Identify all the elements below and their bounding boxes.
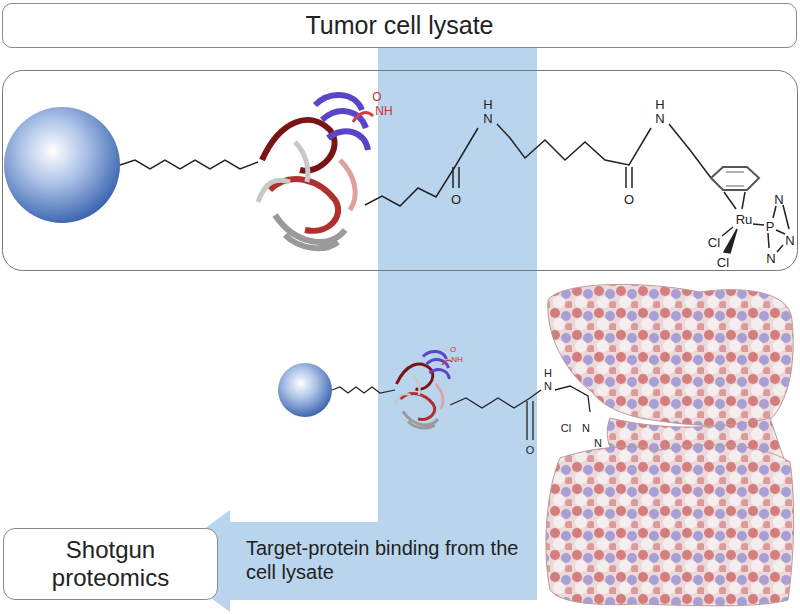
bead [4, 107, 120, 223]
protein-ribbon [395, 351, 453, 428]
atom-label: NH [451, 356, 463, 364]
box-text: Shotgun proteomics [14, 536, 207, 593]
linker-structure [450, 386, 590, 440]
atom-label: NH [375, 105, 392, 117]
probe-panel [3, 71, 798, 271]
atom-label: O [451, 193, 461, 206]
atom-label: Cl [708, 236, 720, 249]
atom-label: O [624, 193, 634, 206]
atom-label: N [582, 423, 590, 434]
bead [278, 363, 332, 417]
atom-label: N [544, 381, 552, 392]
header-box: Tumor cell lysate [2, 3, 797, 48]
box-text: Target-protein binding from the cell lys… [246, 537, 523, 584]
atom-label: N [785, 234, 794, 247]
atom-label: H [483, 98, 492, 111]
blue-band-arrow [160, 48, 537, 612]
protein-surface [546, 284, 794, 605]
result-box: Shotgun proteomics [3, 528, 218, 600]
atom-label: H [544, 368, 552, 379]
atom-label: N [766, 252, 775, 265]
atom-label: O [526, 445, 535, 456]
atom-label: N [774, 193, 783, 206]
alkyl-chain [332, 387, 395, 393]
atom-label: O [372, 91, 381, 103]
atom-label: P [766, 220, 775, 233]
atom-label: N [594, 438, 602, 449]
linker-structure [365, 124, 789, 253]
atom-label: Cl [561, 423, 571, 434]
protein-ribbon [258, 95, 373, 248]
atom-label: N [483, 112, 492, 125]
atom-label: O [450, 346, 456, 354]
atom-label: Cl [717, 256, 729, 269]
arrow-label-box: Target-protein binding from the cell lys… [230, 522, 537, 600]
atom-label: Ru [736, 213, 753, 226]
atom-label: H [655, 98, 664, 111]
atom-label: N [655, 112, 664, 125]
box-text: Tumor cell lysate [15, 11, 784, 41]
alkyl-chain [120, 160, 258, 169]
